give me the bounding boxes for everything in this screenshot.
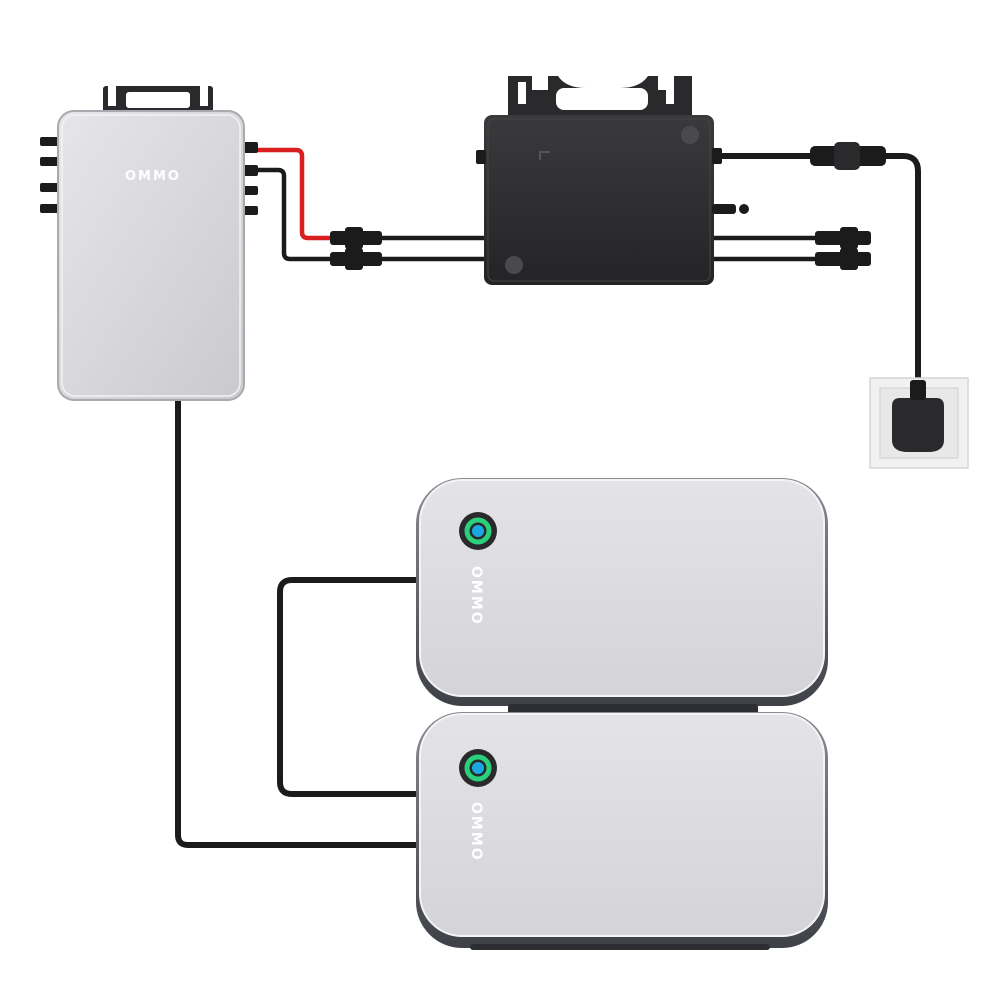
mc4-connectors-right [815,227,871,270]
power-plug-icon [892,380,944,452]
positive-dc-cable [250,147,335,241]
battery-top-body [420,480,824,696]
controller-left-ports [40,137,62,213]
inverter-unit [476,76,749,285]
battery-top-brand-logo: OMMO [468,566,484,626]
controller-body [57,110,245,401]
controller-unit: OMMO [40,86,258,401]
battery-bottom-brand-logo: OMMO [468,802,484,862]
battery-module-top: OMMO [416,478,828,706]
battery-link-cable [277,577,418,797]
controller-brand-logo: OMMO [125,169,181,184]
mc4-connectors-left [330,227,382,270]
battery-module-bottom: OMMO [416,712,828,950]
inverter-screw-bottom-left [505,256,523,274]
controller-to-battery-cable [175,398,418,848]
inverter-screw-top-right [681,126,699,144]
inverter-body [484,115,714,285]
status-led-icon [459,512,497,550]
controller-mounting-bracket [103,86,213,114]
cables [175,147,921,848]
inverter-ground-port [712,204,736,214]
battery-bottom-body [420,714,824,936]
ac-inline-connector [810,142,886,170]
ac-output-cable [713,153,921,388]
wall-socket-icon [869,377,969,469]
status-led-icon [459,749,497,787]
negative-dc-cable [250,167,335,262]
